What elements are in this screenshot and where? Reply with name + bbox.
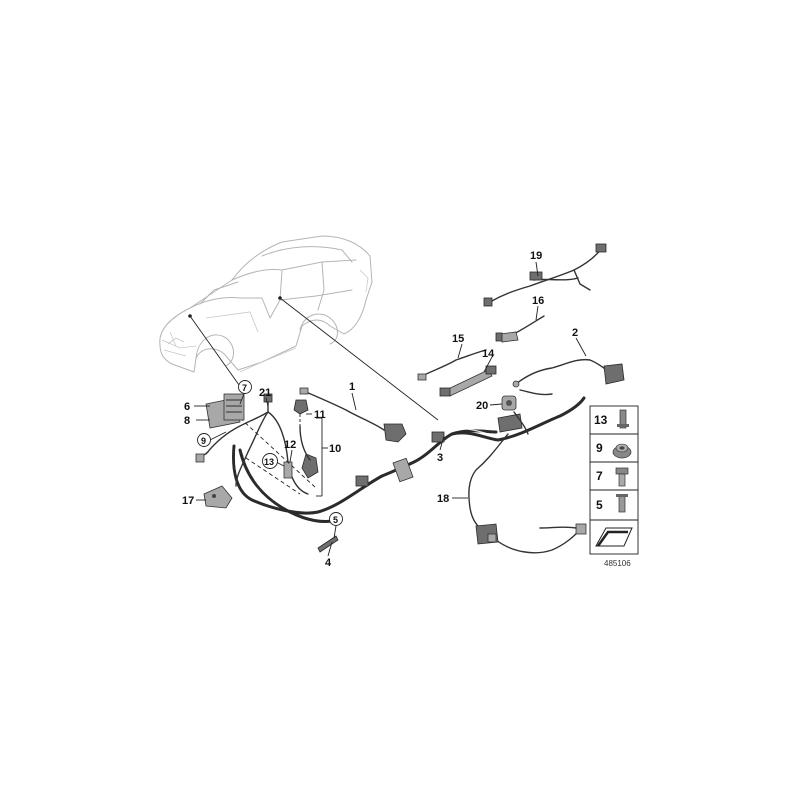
- connector: [483, 297, 493, 307]
- part-19-harness: [483, 243, 607, 307]
- bolt-icon: [615, 467, 629, 487]
- cable-clip: [355, 475, 369, 487]
- leader-car-front: [189, 315, 245, 393]
- callout-4: 4: [325, 557, 332, 569]
- callout-20: 20: [476, 400, 488, 412]
- part-1-cable: [299, 387, 407, 443]
- part-16-cable: [495, 315, 545, 343]
- svg-text:9: 9: [596, 441, 603, 455]
- callout-2: 2: [572, 327, 578, 339]
- legend-item-7: 7: [596, 467, 629, 487]
- callout-5: 5: [333, 515, 338, 525]
- wire-group-left: [195, 393, 309, 495]
- callout-8: 8: [184, 415, 190, 427]
- main-battery-cable: [232, 396, 586, 524]
- shim-plate-icon: [595, 527, 633, 547]
- callout-13-ring: [262, 453, 278, 469]
- callout-19: 19: [530, 250, 542, 262]
- callout-10: 10: [329, 443, 341, 455]
- svg-text:7: 7: [596, 469, 603, 483]
- connector: [529, 271, 543, 281]
- car-outline: [159, 235, 373, 373]
- callouts: 1 2 3 4 5 6 7 8 9 10 11 12 13 14 15 16 1…: [182, 250, 578, 569]
- svg-text:13: 13: [594, 413, 608, 427]
- part-14-strap: [439, 365, 497, 397]
- parts-10-12: [239, 399, 319, 495]
- clamp: [383, 423, 407, 443]
- connector: [263, 393, 273, 403]
- callout-9-ring: [197, 433, 211, 447]
- callout-6: 6: [184, 401, 190, 413]
- cable-clip: [431, 431, 445, 443]
- terminal: [299, 387, 309, 395]
- callout-14: 14: [482, 348, 495, 360]
- leader-dot: [188, 314, 192, 318]
- callout-13: 13: [264, 457, 274, 467]
- bracket-6-8: [205, 393, 245, 429]
- callout-leaders: [194, 261, 587, 557]
- callout-9: 9: [201, 436, 206, 446]
- cable-clip: [392, 457, 414, 483]
- callout-7: 7: [242, 383, 247, 393]
- leader-dot: [278, 296, 282, 300]
- rivet-stud-icon: [617, 409, 629, 429]
- callout-5-ring: [329, 512, 343, 526]
- callout-17: 17: [182, 495, 194, 507]
- part-20-grommet: [497, 395, 529, 435]
- leader-car-mid: [279, 297, 439, 421]
- callout-15: 15: [452, 333, 464, 345]
- connector: [595, 243, 607, 253]
- legend-item-9: 9: [596, 441, 632, 459]
- svg-text:5: 5: [596, 498, 603, 512]
- part-18-cable: [468, 433, 587, 554]
- part-17-bracket: [203, 485, 233, 509]
- control-unit: [223, 393, 245, 421]
- legend-item-13: 13: [594, 409, 629, 429]
- callout-12: 12: [284, 439, 296, 451]
- callout-1: 1: [349, 381, 355, 393]
- callout-16: 16: [532, 295, 544, 307]
- callout-21: 21: [259, 387, 271, 399]
- reference-number: 485106: [604, 559, 631, 568]
- screw-icon: [616, 494, 628, 513]
- legend-item-5: 5: [596, 494, 628, 513]
- terminal: [195, 453, 205, 463]
- callout-11: 11: [314, 409, 326, 421]
- callout-18: 18: [437, 493, 449, 505]
- part-2-cable: [512, 358, 625, 396]
- hex-nut-icon: [612, 443, 632, 459]
- part-4-pin: [317, 535, 339, 553]
- callout-3: 3: [437, 452, 443, 464]
- callout-7-ring: [238, 380, 252, 394]
- fastener-legend: 13 9 7 5: [589, 405, 639, 555]
- part-15-strap: [417, 349, 487, 381]
